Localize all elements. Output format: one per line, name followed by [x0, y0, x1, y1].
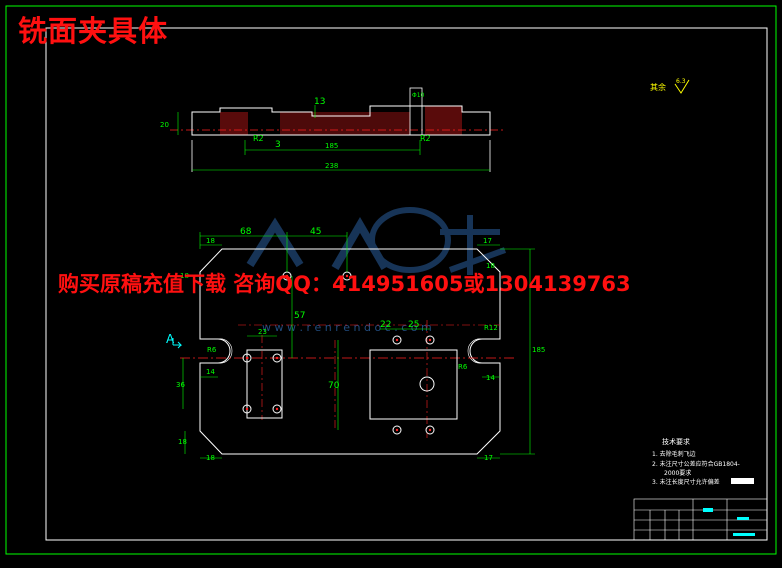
dim-25: 25	[408, 320, 419, 330]
side-outline	[191, 105, 491, 136]
dim-r12: R12	[484, 324, 498, 332]
dim-70: 70	[328, 381, 340, 391]
drawing-title: 铣面夹具体	[18, 14, 169, 48]
hatch-right	[425, 106, 462, 135]
top-view	[172, 232, 535, 459]
center-hole	[419, 376, 435, 392]
dim-side-r-right: R2	[420, 134, 431, 143]
dim-left-mid: 36	[176, 381, 185, 389]
watermark-url: w w w . r e n r e n d o c . c o m	[262, 321, 432, 334]
dim-side-overall: 238	[325, 162, 338, 170]
promo-banner: 购买原稿充值下载 咨询QQ：414951605或1304139763	[58, 272, 631, 296]
side-view	[170, 87, 505, 172]
dim-18-top-left: 18	[206, 237, 215, 245]
dim-r-right: R6	[458, 363, 468, 371]
dim-18-bottom-left: 18	[206, 454, 215, 462]
dim-23: 23	[258, 328, 267, 336]
pocket-center	[369, 349, 458, 420]
tech-notes-title: 技术要求	[662, 437, 690, 446]
dim-57: 57	[294, 311, 305, 321]
dim-18-left-end: 18	[180, 272, 189, 280]
plate-outline	[199, 248, 501, 455]
roughness-symbol-icon	[674, 79, 690, 94]
hatch-middle	[280, 112, 410, 135]
tech-note-1: 1. 去除毛刺飞边	[652, 450, 696, 458]
outer-border	[5, 5, 777, 555]
dim-18-chamfer: 18	[178, 438, 187, 446]
dim-side-r-left: R2	[253, 134, 264, 143]
section-arrow-icon	[173, 341, 183, 349]
inner-border	[45, 27, 768, 541]
dim-17-bottom-right: 17	[484, 454, 493, 462]
dim-total-height: 185	[532, 346, 545, 354]
dim-45: 45	[310, 227, 321, 237]
dim-14-right: 14	[486, 374, 495, 382]
dim-side-step: 13	[314, 97, 325, 107]
pocket-left	[246, 349, 283, 419]
tech-notes: 技术要求 1. 去除毛刺飞边 2. 未注尺寸公差应符合GB1804- 2000要…	[652, 437, 754, 486]
dim-r-left: R6	[207, 346, 217, 354]
dim-14-left: 14	[206, 368, 215, 376]
dim-side-hole: Φ10	[412, 92, 425, 99]
roughness-value: 6.3	[676, 78, 686, 85]
dim-22: 22	[380, 320, 391, 330]
tech-note-2: 2. 未注尺寸公差应符合GB1804-	[652, 460, 740, 468]
roughness-label: 其余	[650, 82, 666, 92]
dim-18-bottom-right-end: 18	[486, 262, 495, 270]
dim-side-inner: 185	[325, 142, 338, 150]
dim-17-top-right: 17	[483, 237, 492, 245]
dim-side-depth: 3	[275, 140, 281, 150]
tech-note-4: 3. 未注长度尺寸允许偏差	[652, 478, 720, 486]
title-block	[633, 498, 768, 541]
section-label: A	[166, 332, 175, 346]
dim-side-height: 20	[160, 121, 169, 129]
hatch-left	[220, 112, 248, 135]
dim-68: 68	[240, 227, 252, 237]
tech-note-3: 2000要求	[664, 469, 691, 477]
watermark-logo	[246, 207, 507, 275]
